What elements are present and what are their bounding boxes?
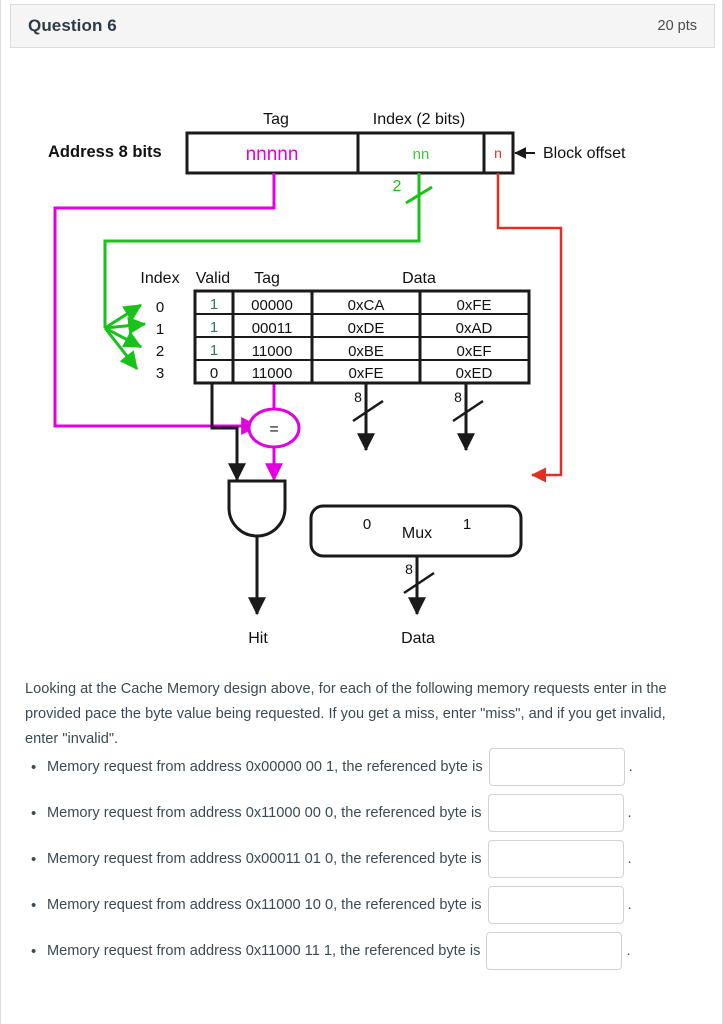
index-field-header: Index (2 bits) (373, 111, 465, 128)
bullet-icon: • (31, 850, 37, 868)
row-index-2: 2 (156, 343, 164, 360)
and-gate (227, 479, 287, 538)
cache-memory-diagram: Tag Index (2 bits) Address 8 bits nnnnn … (1, 56, 723, 656)
list-item: • Memory request from address 0x11000 10… (31, 882, 711, 928)
tag-wire (53, 173, 276, 435)
data-column-header: Data (402, 270, 436, 287)
answer-input-1[interactable] (488, 748, 625, 786)
request-text: Memory request from address 0x11000 10 0… (47, 897, 482, 913)
question-prose: Looking at the Cache Memory design above… (25, 680, 667, 747)
page-title: Question 6 (28, 16, 117, 35)
cell-data1-3: 0xED (456, 365, 493, 382)
period: . (627, 805, 632, 821)
answer-input-2[interactable] (487, 794, 624, 832)
comparator: = (247, 407, 301, 449)
address-tag-value: nnnnn (246, 144, 299, 165)
bus-slash-out (403, 571, 435, 595)
bullet-icon: • (31, 758, 37, 776)
mux: 0 1 Mux (309, 504, 523, 558)
valid-bit-wire (210, 383, 246, 482)
cell-data0-2: 0xBE (348, 343, 384, 360)
bus-width-out-label: 8 (405, 561, 413, 577)
tag-column-header: Tag (254, 270, 280, 287)
row-index-0: 0 (156, 299, 164, 316)
tag-field-header: Tag (263, 111, 289, 128)
block-offset-label: Block offset (543, 145, 626, 162)
cell-valid-3: 0 (210, 365, 218, 382)
memory-request-list: • Memory request from address 0x00000 00… (31, 744, 711, 974)
bus-slash-left (352, 399, 384, 423)
question-header: Question 6 20 pts (10, 4, 715, 48)
valid-column-header: Valid (196, 270, 230, 287)
list-item: • Memory request from address 0x00011 01… (31, 836, 711, 882)
address-offset-value: n (494, 145, 502, 161)
bus-slash-right (452, 399, 484, 423)
list-item: • Memory request from address 0x11000 11… (31, 928, 711, 974)
answer-input-4[interactable] (487, 886, 624, 924)
list-item: • Memory request from address 0x00000 00… (31, 744, 711, 790)
address-bar: nnnnn nn n (185, 131, 515, 175)
block-offset-wire (496, 173, 563, 483)
bus-width-left-label: 8 (354, 389, 362, 405)
request-text: Memory request from address 0x00000 00 1… (47, 759, 483, 775)
index-column-header: Index (140, 270, 179, 287)
index-bus-slash (405, 185, 433, 205)
address-label: Address 8 bits (48, 143, 162, 161)
cell-data0-3: 0xFE (348, 365, 383, 382)
bullet-icon: • (31, 804, 37, 822)
period: . (628, 759, 633, 775)
comparator-symbol: = (269, 421, 278, 438)
cell-data1-1: 0xAD (456, 320, 493, 337)
mux-label: Mux (402, 525, 432, 542)
bullet-icon: • (31, 942, 37, 960)
cell-valid-0: 1 (210, 296, 218, 313)
bullet-icon: • (31, 896, 37, 914)
row-index-1: 1 (156, 321, 164, 338)
list-item: • Memory request from address 0x11000 00… (31, 790, 711, 836)
cell-data0-1: 0xDE (348, 320, 385, 337)
answer-input-5[interactable] (486, 932, 623, 970)
period: . (627, 897, 632, 913)
request-text: Memory request from address 0x11000 11 1… (47, 943, 481, 959)
cell-tag-0: 00000 (251, 297, 293, 314)
cell-tag-1: 00011 (252, 320, 293, 337)
answer-input-3[interactable] (487, 840, 624, 878)
cell-tag-3: 11000 (252, 365, 293, 382)
request-text: Memory request from address 0x11000 00 0… (47, 805, 482, 821)
cell-data1-2: 0xEF (456, 343, 491, 360)
cell-tag-2: 11000 (252, 343, 293, 360)
cell-valid-2: 1 (210, 342, 218, 359)
cell-valid-1: 1 (210, 319, 218, 336)
period: . (626, 943, 631, 959)
index-bus-width-label: 2 (393, 178, 402, 195)
mux-input-1-label: 1 (463, 516, 471, 533)
row-index-3: 3 (156, 365, 164, 382)
question-points: 20 pts (657, 18, 698, 34)
cell-data0-0: 0xCA (348, 297, 385, 314)
period: . (627, 851, 632, 867)
bus-width-right-label: 8 (454, 389, 462, 405)
address-index-value: nn (413, 146, 430, 163)
cell-data1-0: 0xFE (456, 297, 491, 314)
data-output-label: Data (401, 630, 435, 647)
mux-input-0-label: 0 (363, 516, 371, 533)
index-wire (103, 173, 421, 328)
cache-table: 1 00000 0xCA 0xFE 1 00011 0xDE 0xAD 1 11… (193, 289, 531, 385)
request-text: Memory request from address 0x00011 01 0… (47, 851, 482, 867)
hit-label: Hit (248, 630, 268, 647)
